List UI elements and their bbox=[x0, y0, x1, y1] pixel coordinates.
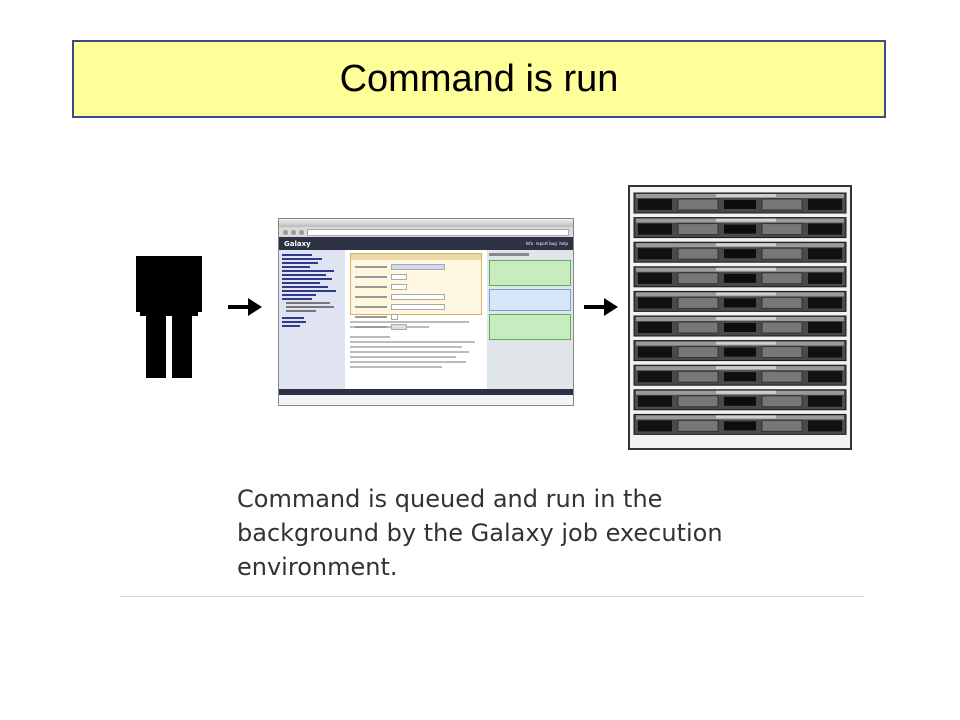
galaxy-masthead: Galaxy Info report bug help bbox=[279, 237, 573, 250]
server-unit bbox=[633, 364, 847, 386]
server-unit bbox=[633, 315, 847, 337]
server-unit bbox=[633, 290, 847, 312]
server-unit bbox=[633, 241, 847, 263]
person-icon bbox=[136, 256, 202, 378]
server-unit bbox=[633, 192, 847, 214]
divider-line bbox=[120, 596, 864, 597]
server-rack-icon bbox=[628, 185, 852, 450]
galaxy-tool-form-area bbox=[345, 250, 487, 389]
galaxy-logo: Galaxy bbox=[284, 239, 311, 248]
slide-title: Command is run bbox=[339, 57, 619, 100]
slide-caption: Command is queued and run in the backgro… bbox=[237, 485, 723, 581]
galaxy-history-panel bbox=[487, 250, 573, 389]
server-unit bbox=[633, 413, 847, 435]
slide-title-box: Command is run bbox=[72, 40, 886, 118]
server-unit bbox=[633, 266, 847, 288]
arrow-right-icon bbox=[228, 298, 262, 316]
galaxy-tool-panel bbox=[279, 250, 345, 389]
arrow-right-icon bbox=[584, 298, 618, 316]
server-unit bbox=[633, 389, 847, 411]
server-unit bbox=[633, 340, 847, 362]
server-unit bbox=[633, 217, 847, 239]
browser-toolbar bbox=[279, 227, 573, 237]
browser-titlebar bbox=[279, 219, 573, 227]
galaxy-footer bbox=[279, 389, 573, 395]
galaxy-browser-screenshot: Galaxy Info report bug help bbox=[278, 218, 574, 406]
